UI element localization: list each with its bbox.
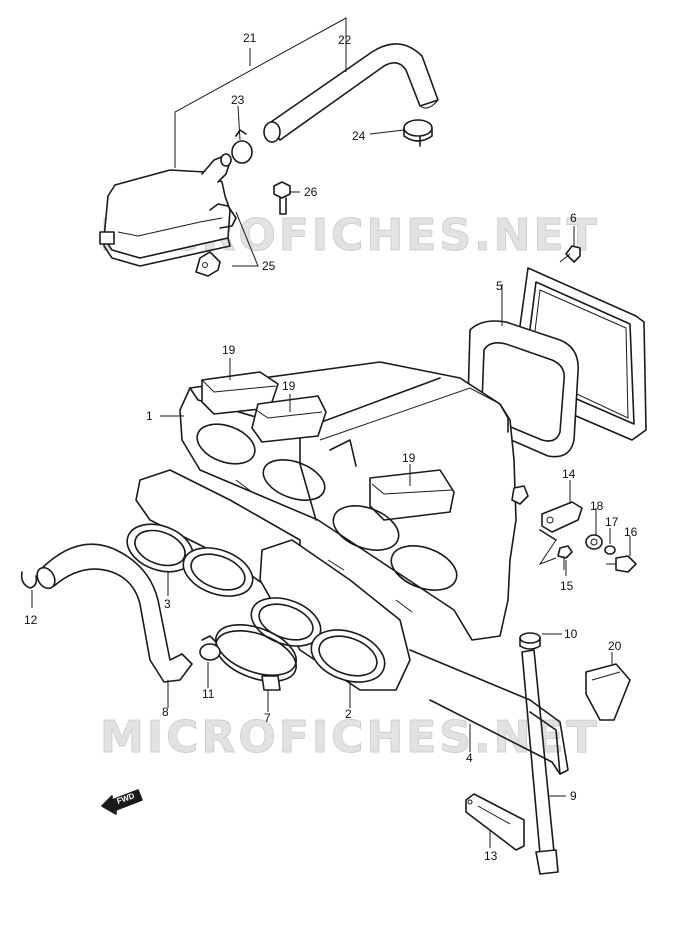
callout-19-a: 19 xyxy=(222,343,236,357)
hose-upper xyxy=(263,43,439,143)
clamp-small xyxy=(199,635,221,661)
callout-17: 17 xyxy=(605,515,619,529)
leader-lines xyxy=(31,17,631,848)
callout-2: 2 xyxy=(345,707,352,721)
screw-side xyxy=(606,555,637,573)
callout-22: 22 xyxy=(338,33,352,47)
callout-19-b: 19 xyxy=(282,379,296,393)
callout-5: 5 xyxy=(496,279,503,293)
callout-labels: 21 22 23 24 26 25 6 5 19 19 1 19 14 18 1… xyxy=(24,31,638,863)
callout-19-c: 19 xyxy=(402,451,416,465)
callout-6: 6 xyxy=(570,211,577,225)
air-cleaner-case xyxy=(179,361,529,641)
breather-hose xyxy=(36,543,193,683)
callout-21: 21 xyxy=(243,31,257,45)
callout-18: 18 xyxy=(590,499,604,513)
watermark-bottom: MICROFICHES.NET xyxy=(100,712,600,763)
callout-15: 15 xyxy=(560,579,574,593)
fwd-arrow-icon: FWD xyxy=(101,789,143,815)
callout-26: 26 xyxy=(304,185,318,199)
callout-24: 24 xyxy=(352,129,366,143)
resonator-box xyxy=(99,153,237,277)
callout-3: 3 xyxy=(164,597,171,611)
callout-4: 4 xyxy=(466,751,473,765)
bolt-upper xyxy=(273,181,291,215)
holder-bracket xyxy=(539,501,583,541)
callout-23: 23 xyxy=(231,93,245,107)
callout-7: 7 xyxy=(264,711,271,725)
seal-strip xyxy=(409,649,569,775)
collar-side xyxy=(604,545,616,555)
callout-16: 16 xyxy=(624,525,638,539)
hose-clamp-upper xyxy=(403,119,433,147)
callout-14: 14 xyxy=(562,467,576,481)
callout-10: 10 xyxy=(564,627,578,641)
rubber-pad xyxy=(585,663,631,721)
clamp-drain xyxy=(519,632,541,650)
callout-11: 11 xyxy=(202,687,215,701)
clip-left xyxy=(20,571,38,589)
drain-bracket xyxy=(465,793,525,851)
callout-1: 1 xyxy=(146,409,153,423)
o-ring-upper xyxy=(231,129,253,164)
callout-13: 13 xyxy=(484,849,498,863)
callout-9: 9 xyxy=(570,789,577,803)
callout-12: 12 xyxy=(24,613,38,627)
callout-20: 20 xyxy=(608,639,622,653)
callout-8: 8 xyxy=(162,705,169,719)
screw-filter xyxy=(559,245,581,263)
intake-flange-left xyxy=(126,469,301,597)
callout-25: 25 xyxy=(262,259,276,273)
drain-tube xyxy=(521,649,559,875)
intake-flange-right xyxy=(250,539,411,691)
grommet-side xyxy=(585,534,603,550)
bolt-side xyxy=(557,545,573,570)
